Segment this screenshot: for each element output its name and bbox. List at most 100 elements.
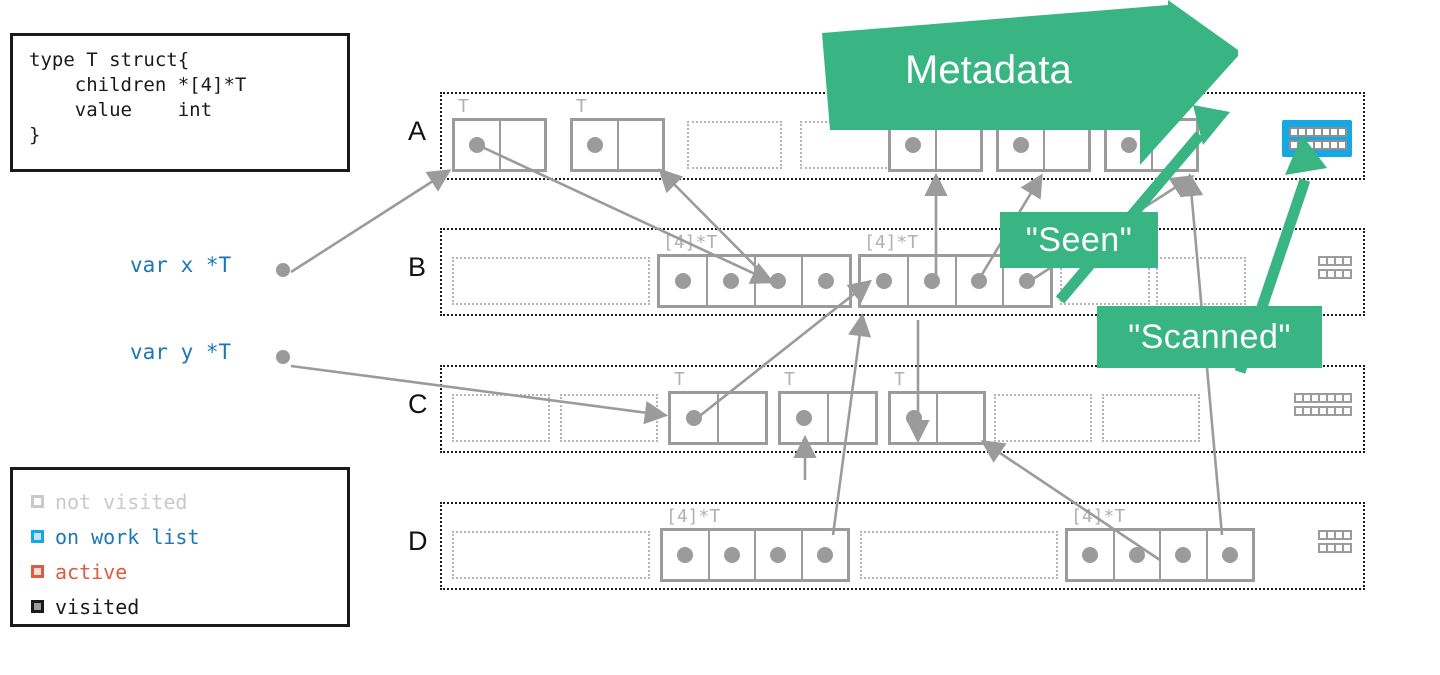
scanned-label: "Scanned": [1097, 306, 1322, 368]
heap-object-cell: [719, 394, 765, 442]
pointer-dot: [1128, 547, 1145, 563]
heap-object-cell: [781, 394, 829, 442]
pointer-dot: [1221, 547, 1238, 563]
metadata-block-d: [1318, 530, 1352, 553]
heap-row-label-d: D: [408, 526, 428, 556]
free-slot: [452, 531, 650, 579]
legend-row: not visited: [31, 484, 347, 519]
heap-object-cell: [891, 121, 937, 169]
legend-label: visited: [55, 594, 140, 619]
free-slot: [687, 121, 782, 169]
variable-label: var x *T: [130, 253, 232, 277]
metadata-row: [1318, 543, 1352, 553]
metadata-row: [1318, 269, 1352, 279]
variable-pointer-dot: [276, 350, 290, 364]
heap-object: [1104, 118, 1199, 172]
legend-label: active: [55, 559, 128, 584]
free-slot: [560, 394, 658, 442]
legend-swatch-icon: [31, 565, 44, 578]
heap-object-cell: [756, 531, 803, 579]
legend-row: on work list: [31, 519, 347, 554]
pointer-dot: [904, 137, 921, 153]
heap-object: [452, 118, 547, 172]
heap-object-cell: [710, 531, 756, 579]
pointer-dot: [971, 273, 988, 289]
metadata-cell: [1337, 140, 1347, 150]
metadata-row: [1289, 140, 1347, 150]
pointer-dot: [796, 410, 812, 426]
pointer-dot: [468, 137, 485, 153]
pointer-dot: [923, 273, 940, 289]
heap-object-cell: [957, 257, 1005, 305]
heap-row-label-c: C: [408, 389, 428, 419]
pointer-dot: [1019, 273, 1036, 289]
legend-row: visited: [31, 589, 347, 624]
metadata-block-b: [1318, 256, 1352, 279]
heap-object-cell: [708, 257, 756, 305]
heap-object-type-label: T: [458, 96, 469, 117]
metadata-row: [1294, 393, 1352, 403]
pointer-dot: [723, 547, 740, 563]
heap-object-cell: [803, 257, 849, 305]
pointer-dot: [1082, 547, 1099, 563]
variable-pointer-dot: [276, 263, 290, 277]
heap-object-cell: [1115, 531, 1161, 579]
type-definition-box: type T struct{ children *[4]*T value int…: [10, 33, 350, 172]
heap-object: [1065, 528, 1255, 582]
heap-object-cell: [891, 394, 938, 442]
heap-object-cell: [861, 257, 909, 305]
heap-object-cell: [829, 394, 875, 442]
heap-object-type-label: T: [674, 369, 685, 390]
pointer-dot: [686, 410, 702, 426]
heap-object: [660, 528, 850, 582]
free-slot: [994, 394, 1092, 442]
metadata-cell: [1342, 543, 1352, 553]
legend-box: not visited on work list active visited: [10, 467, 350, 627]
heap-object-cell: [1161, 531, 1208, 579]
metadata-cell: [1342, 393, 1352, 403]
variable-label: var y *T: [130, 340, 232, 364]
metadata-cell: [1342, 406, 1352, 416]
metadata-row: [1294, 406, 1352, 416]
free-slot: [860, 531, 1058, 579]
metadata-cell: [1342, 256, 1352, 266]
free-slot: [1156, 257, 1246, 305]
pointer-dot: [677, 547, 694, 563]
heap-object-cell: [1045, 121, 1089, 169]
free-slot: [1102, 394, 1200, 442]
legend-label: on work list: [55, 524, 200, 549]
pointer-dot: [1120, 137, 1137, 153]
heap-object-type-label: [4]*T: [1071, 506, 1126, 527]
heap-object: [668, 391, 768, 445]
metadata-row: [1289, 127, 1347, 137]
heap-object-cell: [909, 257, 957, 305]
pointer-dot: [770, 273, 787, 289]
heap-object-cell: [937, 121, 981, 169]
heap-row-label-b: B: [408, 252, 427, 282]
metadata-block-c: [1294, 393, 1352, 416]
pointer-dot: [816, 547, 833, 563]
free-slot: [800, 121, 895, 169]
metadata-cell: [1342, 269, 1352, 279]
heap-object: [570, 118, 665, 172]
heap-object-cell: [999, 121, 1045, 169]
heap-object: [996, 118, 1091, 172]
heap-object-cell: [803, 531, 848, 579]
heap-object: [888, 391, 986, 445]
pointer-dot: [1175, 547, 1192, 563]
heap-object-cell: [1153, 121, 1197, 169]
legend-row: active: [31, 554, 347, 589]
pointer-dot: [1012, 137, 1029, 153]
pointer-dot: [722, 273, 739, 289]
heap-object-type-label: T: [576, 96, 587, 117]
pointer-dot: [586, 137, 603, 153]
metadata-block-a: [1282, 120, 1352, 157]
heap-object-cell: [663, 531, 710, 579]
pointer-dot: [770, 547, 787, 563]
heap-object-cell: [1208, 531, 1253, 579]
heap-row-d: [440, 502, 1365, 590]
heap-object-type-label: [4]*T: [666, 506, 721, 527]
legend-swatch-icon: [31, 600, 44, 613]
heap-object-cell: [573, 121, 619, 169]
